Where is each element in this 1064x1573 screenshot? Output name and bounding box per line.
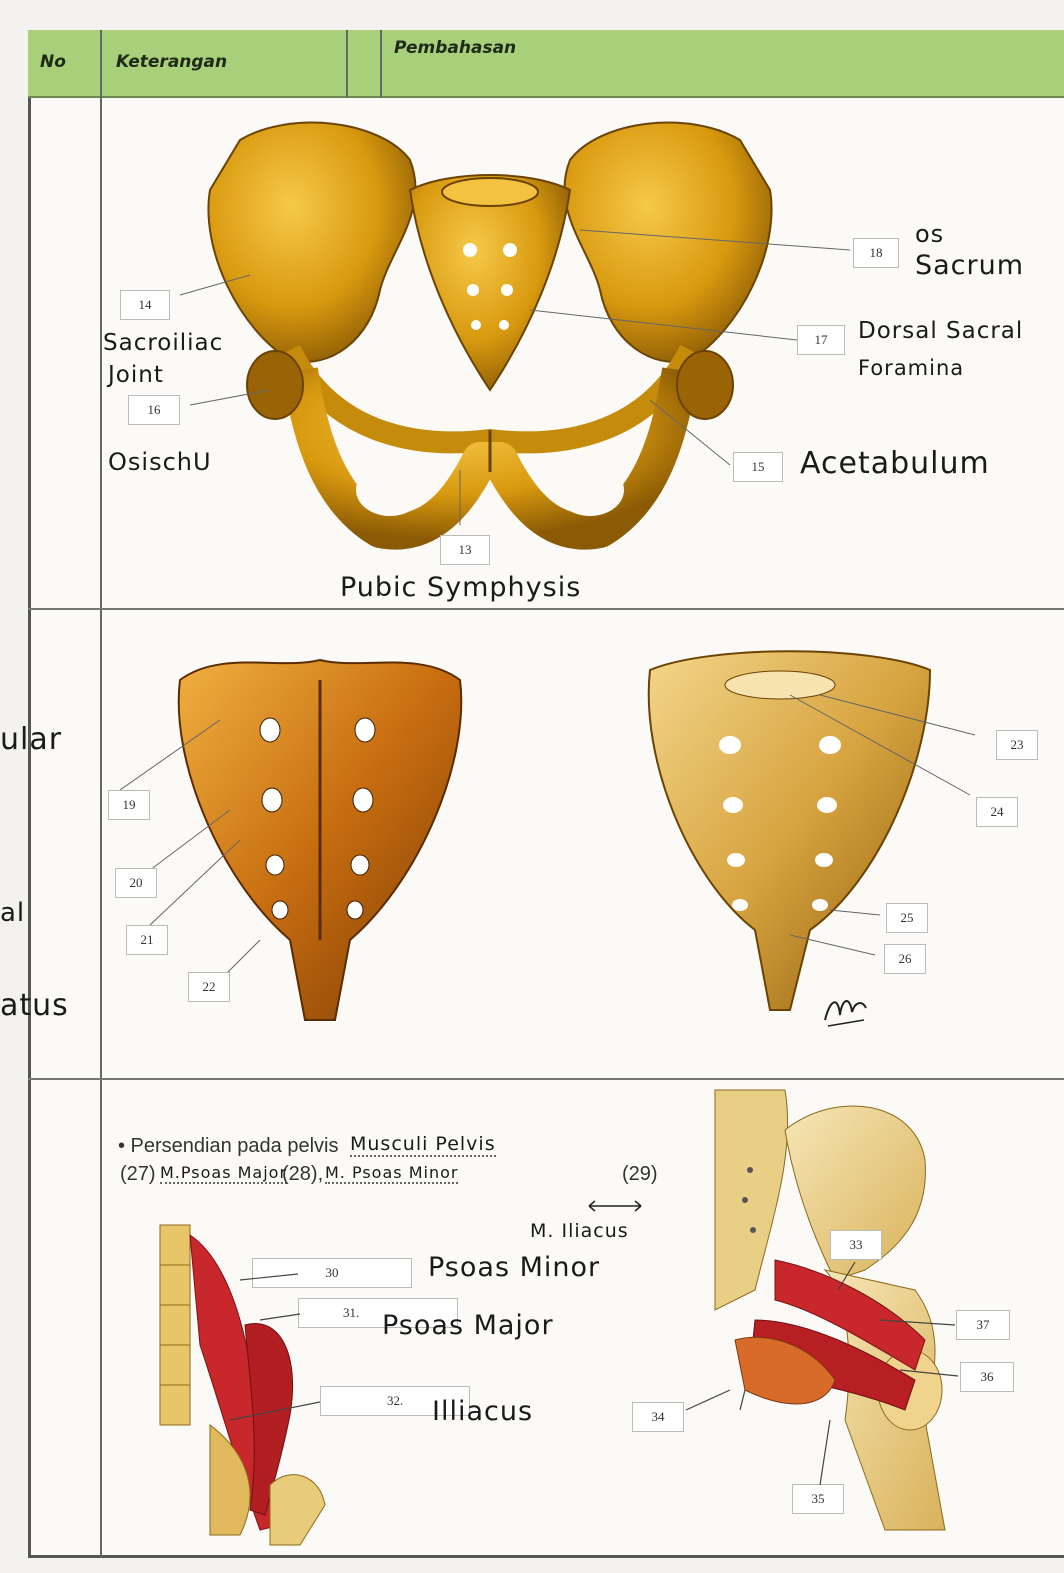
worksheet-page: No Keterangan Pembahasan xyxy=(0,0,1064,1573)
leader-lines xyxy=(0,0,1064,1573)
